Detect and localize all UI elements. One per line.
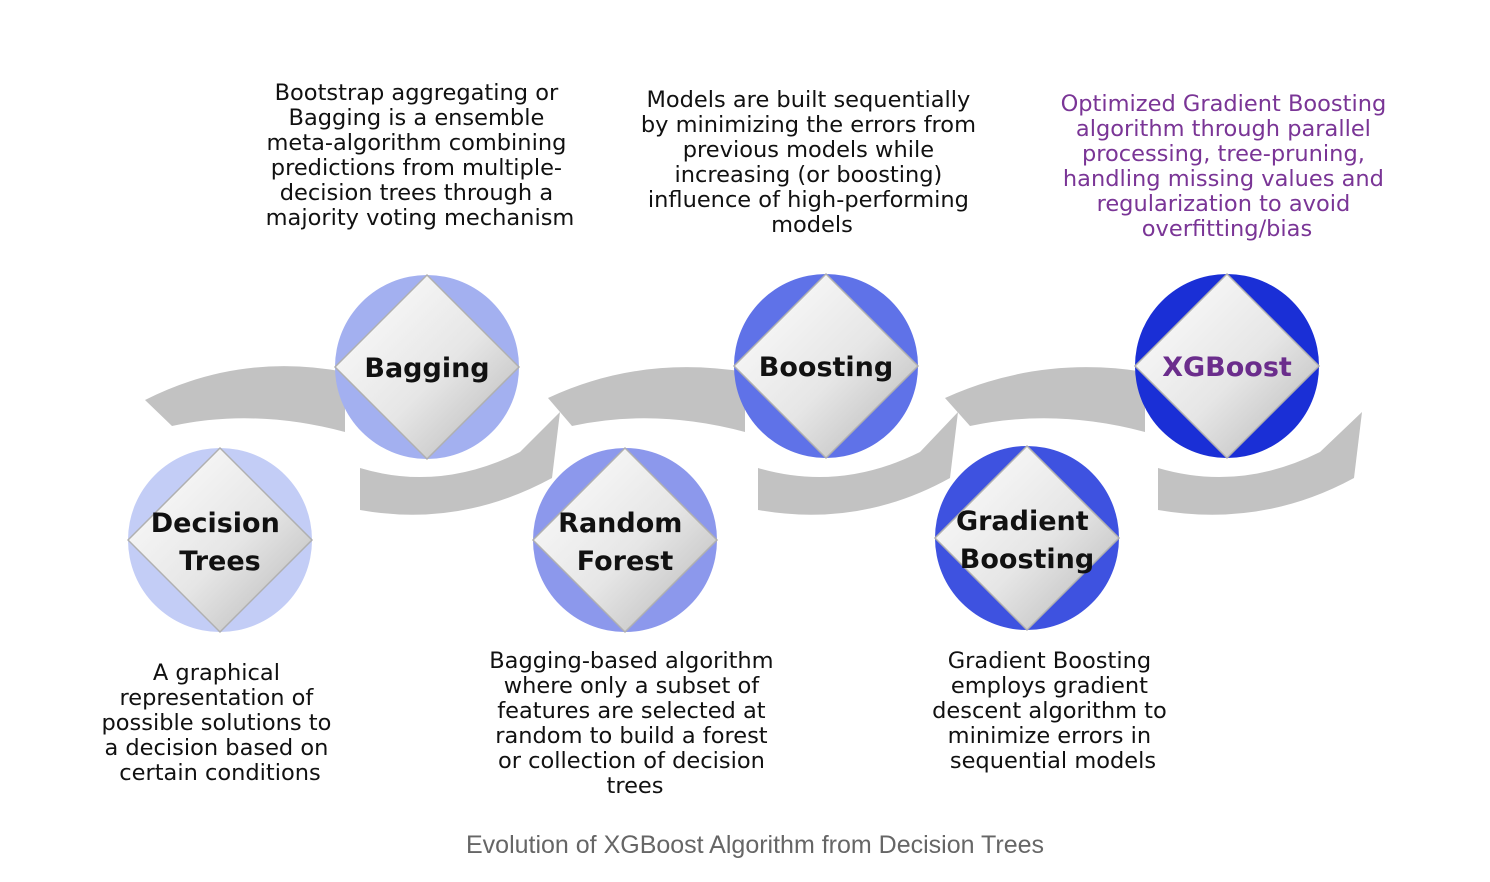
ribbon-arrow: [548, 367, 745, 432]
stage-xgboost: XGBoost: [1133, 272, 1321, 460]
diamond-shape: [531, 446, 719, 634]
diamond-shape: [333, 273, 521, 461]
figure-caption: Evolution of XGBoost Algorithm from Deci…: [466, 831, 1044, 859]
stage-label: XGBoost: [1162, 352, 1292, 383]
stage-random-forest: Random Forest: [531, 446, 719, 634]
stage-label: Gradient Boosting: [956, 506, 1098, 575]
stage-boosting: Boosting: [732, 272, 920, 460]
diamond-shape: [732, 272, 920, 460]
diamond-shape: [933, 444, 1121, 632]
stage-bagging: Bagging: [333, 273, 521, 461]
stage-label: Random Forest: [558, 508, 692, 577]
description-boosting: Models are built sequentially by minimiz…: [641, 87, 983, 238]
stage-label: Decision Trees: [151, 508, 290, 577]
diamond-shape: [126, 446, 314, 634]
description-bagging: Bootstrap aggregating or Bagging is a en…: [266, 80, 575, 231]
ribbon-arrow: [758, 412, 958, 515]
description-gradient-boosting: Gradient Boosting employs gradient desce…: [932, 648, 1174, 774]
description-decision-trees: A graphical representation of possible s…: [102, 660, 339, 786]
ribbon-arrow: [1158, 412, 1362, 515]
ribbon-connectors: [145, 366, 1362, 515]
stage-gradient-boosting: Gradient Boosting: [933, 444, 1121, 632]
description-random-forest: Bagging-based algorithm where only a sub…: [489, 648, 781, 799]
ribbon-arrow: [945, 367, 1145, 432]
stage-label: Bagging: [364, 353, 489, 384]
stage-label: Boosting: [759, 352, 893, 383]
ribbon-arrow: [360, 412, 560, 515]
stage-decision-trees: Decision Trees: [126, 446, 314, 634]
ribbon-arrow: [145, 366, 345, 432]
description-xgboost: Optimized Gradient Boosting algorithm th…: [1061, 91, 1394, 242]
diamond-shape: [1133, 272, 1321, 460]
